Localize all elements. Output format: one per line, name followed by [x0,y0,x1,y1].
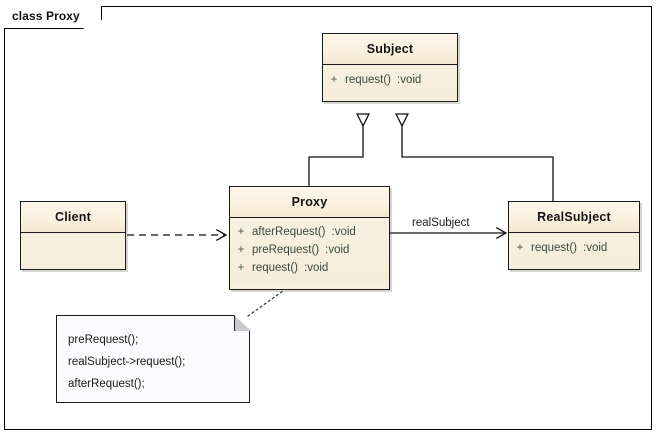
class-member: + preRequest() :void [230,241,389,259]
member-type: :void [325,244,350,256]
diagram-frame [4,6,652,430]
note-content: preRequest(); realSubject->request(); af… [68,329,241,395]
member-type: :void [397,74,422,86]
class-members-proxy: + afterRequest() :void + preRequest() :v… [230,218,389,283]
class-box-client[interactable]: Client [20,201,126,270]
member-visibility: + [237,244,245,256]
member-signature: request() [252,262,299,274]
class-header-realsubject: RealSubject [509,202,639,233]
class-box-proxy[interactable]: Proxy + afterRequest() :void + preReques… [229,186,390,290]
class-members-realsubject: + request() :void [509,233,639,263]
class-name-client: Client [55,210,91,224]
member-type: :void [304,262,329,274]
note-line: realSubject->request(); [68,356,186,368]
class-member: + afterRequest() :void [230,223,389,241]
member-signature: request() [345,74,392,86]
class-box-subject[interactable]: Subject + request() :void [322,33,458,102]
class-name-proxy: Proxy [291,195,328,209]
class-name-realsubject: RealSubject [537,210,611,224]
class-member: + request() :void [230,259,389,277]
class-header-client: Client [21,202,125,233]
class-box-realsubject[interactable]: RealSubject + request() :void [508,201,640,270]
class-members-subject: + request() :void [323,65,457,95]
member-signature: afterRequest() [252,226,326,238]
member-visibility: + [237,262,245,274]
diagram-title: class Proxy [12,9,80,23]
member-visibility: + [237,226,245,238]
member-type: :void [583,242,608,254]
note-box[interactable]: preRequest(); realSubject->request(); af… [56,315,250,403]
class-member: + request() :void [509,239,639,257]
member-signature: request() [531,242,578,254]
member-visibility: + [516,242,524,254]
note-line: afterRequest(); [68,378,145,390]
class-name-subject: Subject [366,42,414,56]
edge-label-realsubject: realSubject [412,217,470,229]
member-type: :void [331,226,356,238]
class-header-subject: Subject [323,34,457,65]
class-header-proxy: Proxy [230,187,389,218]
member-visibility: + [330,74,338,86]
member-signature: preRequest() [252,244,320,256]
note-line: preRequest(); [68,334,139,346]
class-member: + request() :void [323,71,457,89]
